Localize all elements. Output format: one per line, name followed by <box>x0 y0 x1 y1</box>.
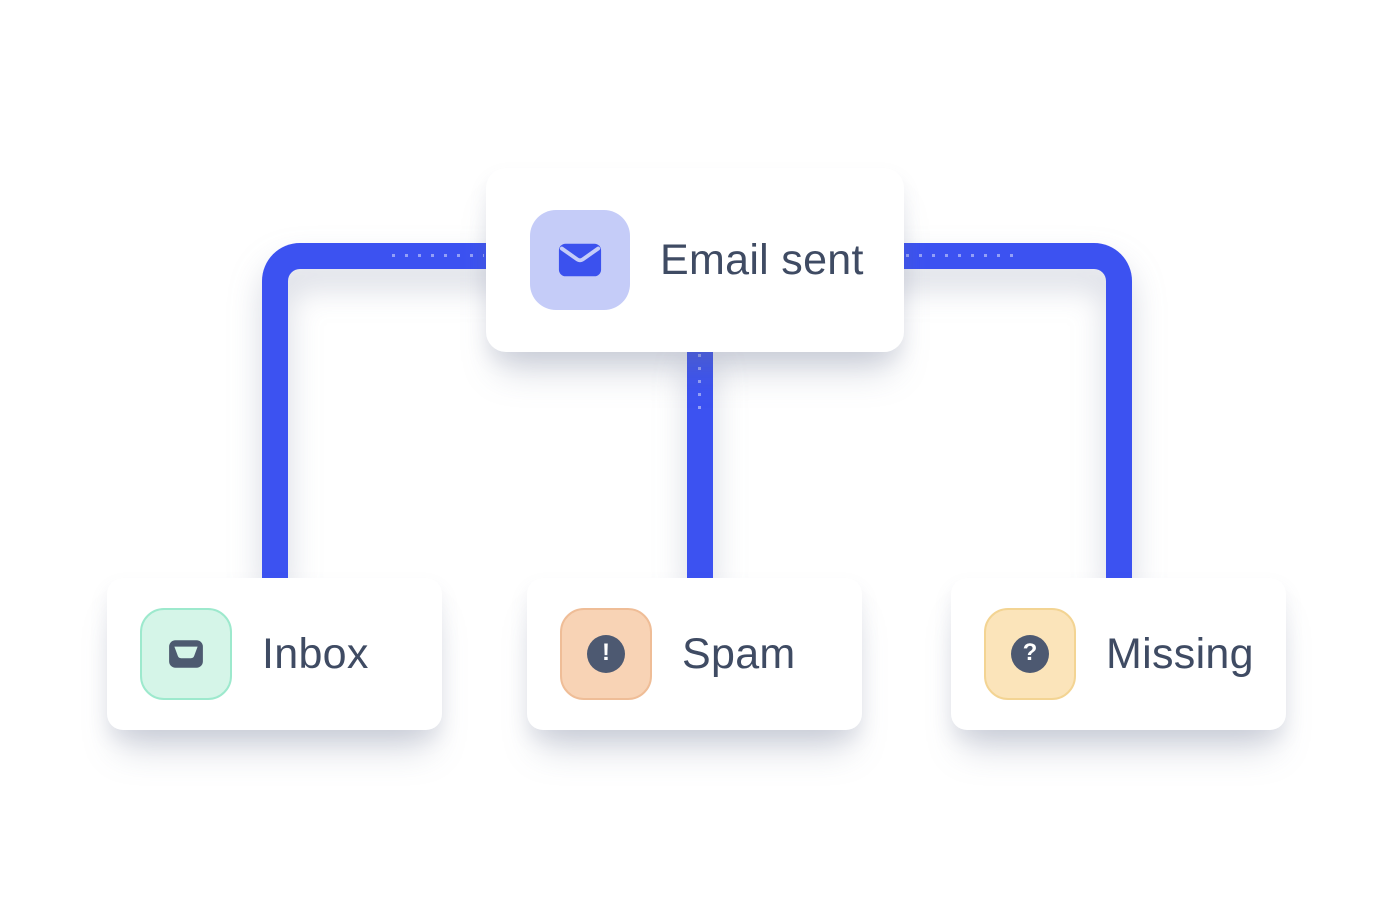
exclamation-circle-icon: ! <box>560 608 652 700</box>
node-label: Inbox <box>262 629 369 678</box>
question-glyph: ? <box>1011 635 1049 673</box>
node-label: Spam <box>682 629 796 678</box>
envelope-icon <box>530 210 630 310</box>
connector-root-to-spam <box>687 345 713 578</box>
flow-dashes-left <box>392 254 484 257</box>
node-email-sent: Email sent <box>486 168 904 352</box>
flow-dashes-middle <box>698 354 701 416</box>
node-missing: ? Missing <box>951 578 1286 730</box>
node-inbox: Inbox <box>107 578 442 730</box>
flow-dashes-right <box>906 254 1018 257</box>
question-circle-icon: ? <box>984 608 1076 700</box>
exclamation-glyph: ! <box>587 635 625 673</box>
node-label: Email sent <box>660 235 864 284</box>
inbox-tray-icon <box>140 608 232 700</box>
node-spam: ! Spam <box>527 578 862 730</box>
node-label: Missing <box>1106 629 1254 678</box>
